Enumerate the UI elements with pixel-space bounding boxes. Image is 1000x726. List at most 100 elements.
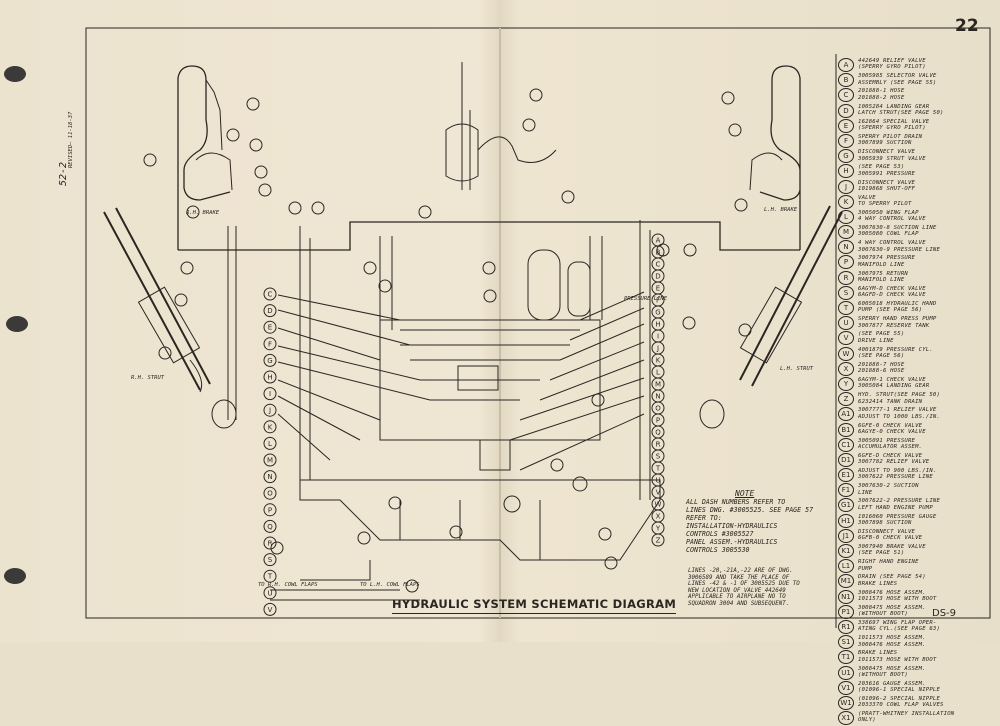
right-key-label: K [656, 357, 661, 365]
left-key-circle [263, 387, 277, 401]
left-key-label: H [267, 374, 272, 382]
binder-hole [4, 66, 26, 82]
left-key-label: U [267, 589, 272, 597]
left-key-circle [263, 503, 277, 517]
legend-key: F [838, 133, 854, 148]
right-key-label: S [656, 453, 661, 461]
legend-description: 1016060 PRESSURE GAUGE 3007898 SUCTION [858, 513, 937, 527]
legend-description: 3007630-2 SUCTION LINE [858, 483, 919, 496]
legend-key: K [838, 194, 854, 209]
legend-key: T1 [838, 650, 854, 665]
legend-description: 4001879 PRESSURE CYL. (SEE PAGE 56) [858, 346, 933, 359]
legend-description: (SEE PAGE 55) DRIVE LINE [858, 331, 905, 344]
left-key-label: J [268, 407, 271, 415]
legend-description: SPERRY PILOT DRAIN 3007899 SUCTION [858, 133, 923, 147]
left-key-circle [263, 403, 277, 417]
legend-description: 203616 GAUGE ASSEM. (01096-1 SPECIAL NIP… [858, 680, 941, 694]
left-key-circle [263, 519, 277, 533]
legend-key: H [838, 164, 854, 179]
right-key-label: U [655, 477, 660, 485]
revision-stamp: REVISED— 11-18-37 [68, 111, 74, 168]
legend-key: M [838, 225, 854, 240]
right-key-label: A [656, 237, 661, 245]
legend-description: 6GFE-D CHECK VALVE 3007782 RELIEF VALVE [858, 452, 930, 466]
legend-description: 3007630-8 SUCTION LINE 3005080 COWL FLAP [858, 225, 937, 238]
label-lh-brake: L.H. BRAKE [764, 207, 798, 213]
right-key-label: F [656, 297, 660, 305]
binder-hole [4, 568, 26, 584]
legend-key: P1 [838, 604, 854, 619]
legend-key: J1 [838, 528, 854, 543]
legend-key: S [838, 285, 854, 300]
legend-key: B1 [838, 422, 854, 437]
note-heading: NOTE [735, 489, 755, 498]
left-key-circle [263, 420, 277, 434]
legend-description: ADJUST TO 900 LBS./IN. 3007622 PRESSURE … [858, 468, 937, 481]
legend-key: E1 [838, 468, 854, 483]
legend-description: 6AGYM-D CHECK VALVE 6AGFD-D CHECK VALVE [858, 285, 926, 299]
legend-description: VALVE TO SPERRY PILOT [858, 194, 912, 208]
legend-key: P [838, 255, 854, 270]
label-rh-strut: R.H. STRUT [131, 375, 165, 381]
left-key-circle [263, 320, 277, 334]
left-key-label: I [269, 390, 271, 398]
legend-description: 1005284 LANDING GEAR LATCH STRUT(SEE PAG… [858, 103, 944, 116]
left-key-circle [263, 337, 277, 351]
left-key-circle [263, 304, 277, 318]
right-key-label: L [656, 369, 660, 377]
legend-description: 3005091 PRESSURE ACCUMULATOR ASSEM. [858, 437, 923, 451]
right-key-label: E [656, 285, 660, 293]
legend-key: B [838, 73, 854, 88]
legend-description: (PRATT-WHITNEY INSTALLATION ONLY) [858, 711, 955, 724]
legend-key: R [838, 270, 854, 285]
left-key-label: D [267, 307, 272, 315]
legend-description: 3007622-2 PRESSURE LINE LEFT HAND ENGINE… [858, 498, 941, 511]
legend-key: A [838, 58, 854, 72]
left-key-label: V [268, 606, 273, 614]
legend-key: W1 [838, 695, 854, 710]
legend-description: 442649 RELIEF VALVE (SPERRY GYRO PILOT) [858, 58, 926, 71]
right-key-label: Q [655, 429, 661, 437]
label-rh-cowl-flaps: TO R.H. COWL FLAPS [258, 582, 318, 588]
left-key-circle [263, 353, 277, 367]
legend-description: 162864 SPECIAL VALVE (SPERRY GYRO PILOT) [858, 118, 930, 132]
legend-description: (SEE PAGE 53) 3005991 PRESSURE [858, 164, 916, 177]
legend-key: A1 [838, 407, 854, 422]
parts-legend: A 442649 RELIEF VALVE (SPERRY GYRO PILOT)… [838, 58, 988, 726]
legend-key: Y [838, 376, 854, 391]
legend-key: N [838, 240, 854, 255]
legend-item: F SPERRY PILOT DRAIN 3007899 SUCTION [838, 133, 988, 149]
right-key-label: R [656, 441, 661, 449]
right-key-label: P [656, 417, 660, 425]
legend-description: 1011573 HOSE ASSEM. 3008476 HOSE ASSEM. [858, 635, 926, 648]
legend-description: 3005050 WING FLAP 4 WAY CONTROL VALVE [858, 209, 926, 223]
legend-description: 338697 WING FLAP OPER- ATING CYL.(SEE PA… [858, 619, 941, 633]
legend-key: L1 [838, 559, 854, 574]
right-key-label: G [655, 309, 660, 317]
left-key-circle [263, 436, 277, 450]
legend-key: X1 [838, 711, 854, 726]
diagram-title: HYDRAULIC SYSTEM SCHEMATIC DIAGRAM [392, 597, 677, 614]
legend-key: J [838, 179, 854, 194]
legend-description: 201888-1 HOSE 201888-2 HOSE [858, 88, 905, 101]
legend-key: U [838, 316, 854, 331]
left-key-label: S [268, 556, 273, 564]
left-key-label: M [267, 457, 273, 465]
legend-key: V1 [838, 680, 854, 695]
legend-description: DISCONNECT VALVE 3005939 STRUT VALVE [858, 149, 926, 162]
label-rh-brake: R.H. BRAKE [186, 210, 220, 216]
legend-key: R1 [838, 619, 854, 634]
legend-description: BRAKE LINES 1011573 HOSE WITH BOOT [858, 650, 937, 663]
